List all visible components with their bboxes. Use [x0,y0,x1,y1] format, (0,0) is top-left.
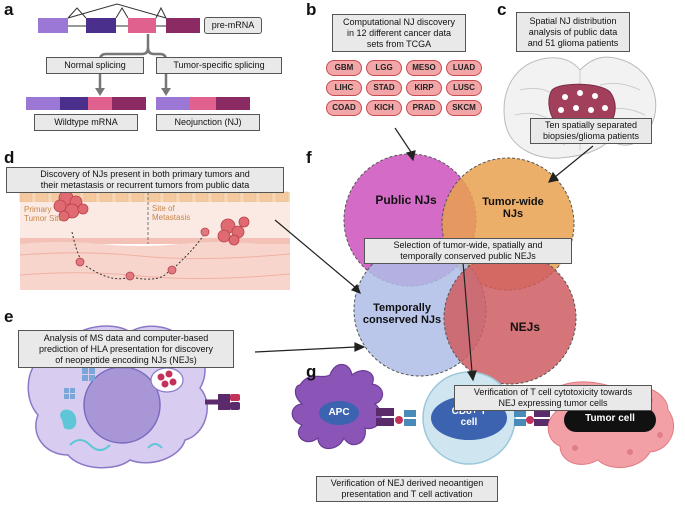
cancer-pill: LGG [366,60,402,76]
mhc-receptor-apc [376,408,416,426]
cancer-pill: STAD [366,80,402,96]
cancer-pill: LUAD [446,60,482,76]
circulating-cells [75,227,210,281]
connector-arrows [254,127,594,382]
public-njs-label: Public NJs [375,193,437,207]
cancer-pill: LUSC [446,80,482,96]
panel-label-f: f [306,148,312,167]
tumor-cell-label: Tumor cell [585,413,635,424]
metastasis-discovery-box: Discovery of NJs present in both primary… [6,167,284,193]
mhc-receptor-tumor [514,410,550,426]
wildtype-mrna-label: Wildtype mRNA [34,114,138,131]
exon-4 [166,18,200,33]
vessel-illustration [19,190,291,290]
tumor-splicing-label: Tumor-specific splicing [156,57,282,74]
nejs-label: NEJs [509,320,541,334]
exon-3 [128,18,156,33]
cancer-pill: COAD [326,100,362,116]
apc-label: APC [328,407,350,418]
panel-label-a: a [4,0,14,19]
cancer-pill: PRAD [406,100,442,116]
primary-tumor-cells [53,190,89,222]
cytotoxicity-box: Verification of T cell cytotoxicity towa… [454,385,652,411]
wildtype-mrna [26,97,146,110]
exon-1 [38,18,68,33]
panel-label-c: c [497,0,507,19]
exon-2 [86,18,116,33]
metastasis-cells [217,216,250,246]
venn-diagram [343,153,577,385]
neojunction-mrna [156,97,250,110]
neojunction-label: Neojunction (NJ) [156,114,260,131]
apc-cell [291,363,384,450]
cancer-pill: KICH [366,100,402,116]
panel-label-e: e [4,307,14,326]
cancer-pill: SKCM [446,100,482,116]
cancer-pill: LIHC [326,80,362,96]
pre-mrna-label: pre-mRNA [204,17,262,34]
cancer-pill: MESO [406,60,442,76]
cancer-pill: GBM [326,60,362,76]
panel-label-b: b [306,0,317,19]
panel-label-g: g [306,362,317,381]
normal-splicing-label: Normal splicing [46,57,144,74]
cancer-pill: KIRP [406,80,442,96]
nucleus [83,366,161,444]
pre-mrna-diagram [38,3,200,33]
panel-label-d: d [4,148,15,167]
